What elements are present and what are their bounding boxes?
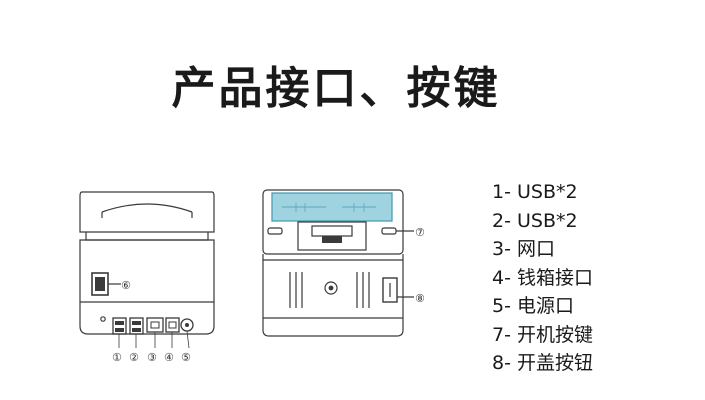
callout-3: ③ (147, 351, 157, 364)
callout-2: ② (129, 351, 139, 364)
port-legend: 1- USB*2 2- USB*2 3- 网口 4- 钱箱接口 5- 电源口 7… (492, 178, 593, 378)
legend-item-power-button: 7- 开机按键 (492, 323, 593, 346)
power-button (324, 281, 338, 295)
callout-4: ④ (164, 351, 174, 364)
callout-5: ⑤ (181, 351, 191, 364)
cover-open-button (382, 277, 398, 303)
usb-port-1 (112, 317, 127, 335)
legend-item-power-port: 5- 电源口 (492, 295, 574, 317)
legend-item-network: 3- 网口 (492, 238, 555, 260)
legend-item-cover-button: 8- 开盖按钮 (492, 352, 593, 374)
legend-item-usb-2: 2- USB*2 (492, 209, 578, 232)
callout-6: ⑥ (121, 279, 131, 292)
callout-1: ① (112, 351, 122, 364)
legend-item-cash-drawer: 4- 钱箱接口 (492, 266, 593, 289)
page-title: 产品接口、按键 (171, 63, 501, 114)
callout-7: ⑦ (415, 226, 425, 239)
network-port (146, 317, 164, 333)
cash-drawer-port (165, 317, 180, 333)
printer-rear-view (79, 191, 215, 349)
callout-8: ⑧ (415, 292, 425, 305)
printer-front-view (262, 189, 414, 337)
usb-port-2 (129, 317, 144, 335)
legend-item-usb-1: 1- USB*2 (492, 181, 578, 203)
